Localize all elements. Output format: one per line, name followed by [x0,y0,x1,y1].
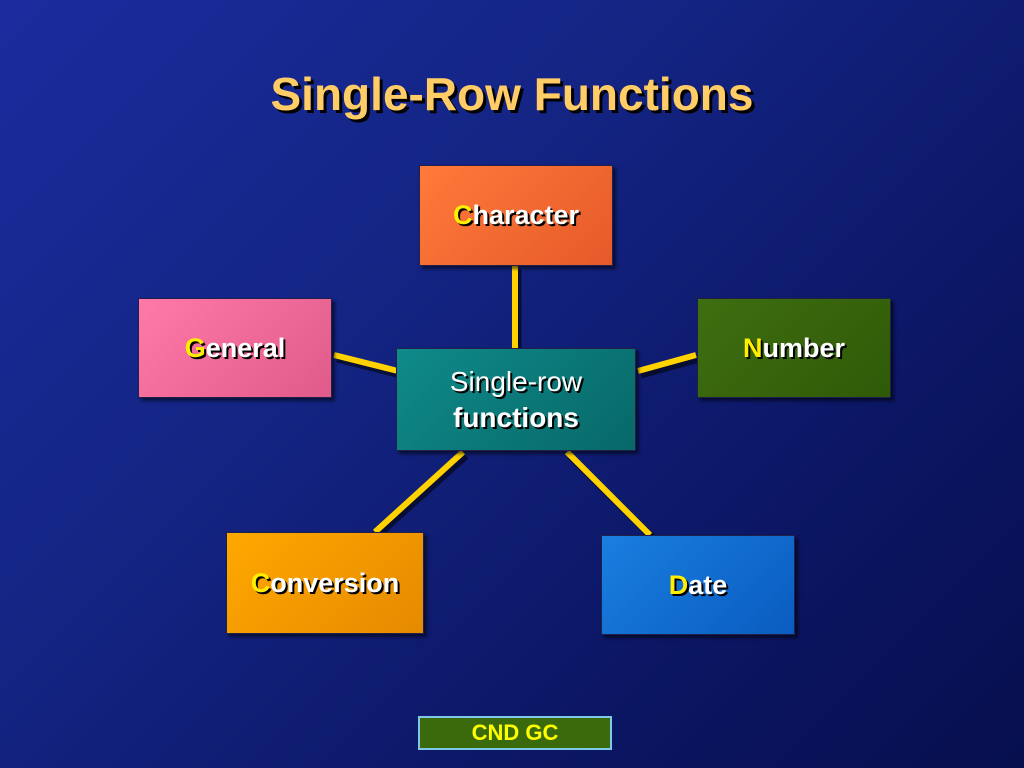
connector-number [640,355,700,379]
node-general-rest: eneral [205,332,286,363]
node-date-lead: D [668,569,689,600]
node-number-rest: umber [762,332,846,363]
node-general-lead: G [184,332,206,363]
node-character-rest: haracter [472,200,580,230]
connector-general [336,355,402,379]
footer-badge: CND GC [418,716,612,750]
node-character-lead: C [452,200,473,230]
slide-title: Single-Row Functions [270,68,754,120]
connector-conversion-line [372,449,466,535]
connector-number-line [637,352,697,374]
node-conversion-lead: C [250,567,271,598]
node-center-line2: functions [453,401,579,433]
node-number-lead: N [742,332,763,363]
node-conversion-rest: onversion [270,567,400,598]
node-date-rest: ate [688,569,728,600]
connector-date-line [564,449,653,538]
node-center-line1: Single-row [449,365,583,397]
connector-general-line [333,352,399,374]
node-center: Single-row functions [396,348,636,451]
connector-conversion [375,453,469,538]
